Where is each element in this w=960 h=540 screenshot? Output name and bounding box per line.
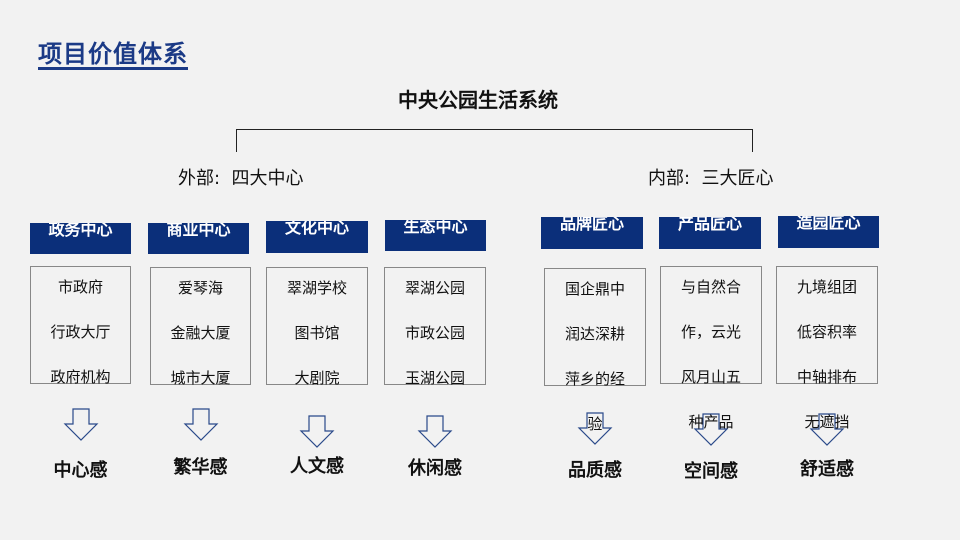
item-box: 国企鼎中润达深耕萍乡的经验 [544,268,646,433]
sense-label: 人文感 [290,456,344,477]
column-header: 品牌匠心 [541,217,643,249]
root-node: 中央公园生活系统 [398,88,558,112]
item-lines: 九境组团低容积率中轴排布无遮挡 [777,265,877,445]
down-arrow-icon [63,408,98,441]
list-item: 图书馆 [294,324,340,342]
list-item: 润达深耕 [564,325,625,343]
down-arrow-icon [299,415,335,448]
item-box: 爱琴海金融大厦城市大厦 [150,267,251,387]
item-box: 翠湖公园市政公园玉湖公园 [384,267,486,387]
item-lines: 市政府行政大厅政府机构 [31,265,130,400]
list-item: 种产品 [688,413,734,431]
list-item: 国企鼎中 [564,280,625,298]
column-header: 产品匠心 [659,217,761,249]
column-header-label: 商业中心 [166,223,231,239]
column-header-label: 政务中心 [48,223,113,239]
item-lines: 翠湖学校图书馆大剧院 [267,266,367,401]
sense-label: 繁华感 [173,457,228,478]
down-arrow-icon [809,413,845,446]
list-item: 无遮挡 [804,413,850,431]
column-header: 造园匠心 [778,216,879,248]
list-item: 中轴排布 [796,368,857,386]
column-header: 政务中心 [30,223,131,254]
column-header: 商业中心 [148,223,249,254]
list-item: 验 [587,415,603,433]
down-arrow-icon [693,413,729,446]
down-arrow-icon [577,412,613,445]
page-title: 项目价值体系 [38,40,188,68]
sense-label: 空间感 [684,461,738,482]
bracket-horizontal [236,129,753,130]
list-item: 政府机构 [50,368,111,386]
item-lines: 翠湖公园市政公园玉湖公园 [385,266,485,401]
list-item: 风月山五 [680,368,741,386]
bracket-right-leg [752,129,753,152]
item-lines: 爱琴海金融大厦城市大厦 [151,266,250,401]
down-arrow-icon [417,415,453,448]
group-label-external: 外部: 四大中心 [178,168,304,189]
list-item: 翠湖学校 [286,279,347,297]
down-arrow-icon [183,408,218,441]
column-header-label: 造园匠心 [796,216,861,232]
list-item: 翠湖公园 [404,279,465,297]
list-item: 行政大厅 [50,323,111,341]
item-box: 与自然合作，云光风月山五种产品 [660,266,762,431]
list-item: 低容积率 [796,323,857,341]
column-header-label: 文化中心 [284,221,349,237]
list-item: 大剧院 [294,369,340,387]
list-item: 九境组团 [796,278,857,296]
list-item: 金融大厦 [170,324,231,342]
sense-label: 休闲感 [408,458,462,479]
list-item: 与自然合 [680,278,741,296]
item-lines: 国企鼎中润达深耕萍乡的经验 [545,267,645,447]
list-item: 萍乡的经 [564,370,625,388]
list-item: 爱琴海 [177,279,223,297]
column-header: 文化中心 [266,221,368,253]
column-header-label: 产品匠心 [677,217,742,233]
list-item: 玉湖公园 [404,369,465,387]
list-item: 城市大厦 [170,369,231,387]
column-header: 生态中心 [385,220,486,251]
sense-label: 舒适感 [800,459,854,480]
sense-label: 品质感 [568,460,622,481]
bracket-left-leg [236,129,237,152]
group-label-internal: 内部: 三大匠心 [648,168,774,189]
column-header-label: 品牌匠心 [559,217,624,233]
item-lines: 与自然合作，云光风月山五种产品 [661,265,761,445]
item-box: 九境组团低容积率中轴排布无遮挡 [776,266,878,431]
item-box: 翠湖学校图书馆大剧院 [266,267,368,387]
list-item: 市政公园 [404,324,465,342]
item-box: 市政府行政大厅政府机构 [30,266,131,386]
sense-label: 中心感 [53,460,108,481]
list-item: 作，云光 [680,323,741,341]
column-header-label: 生态中心 [403,220,468,236]
list-item: 市政府 [57,278,103,296]
